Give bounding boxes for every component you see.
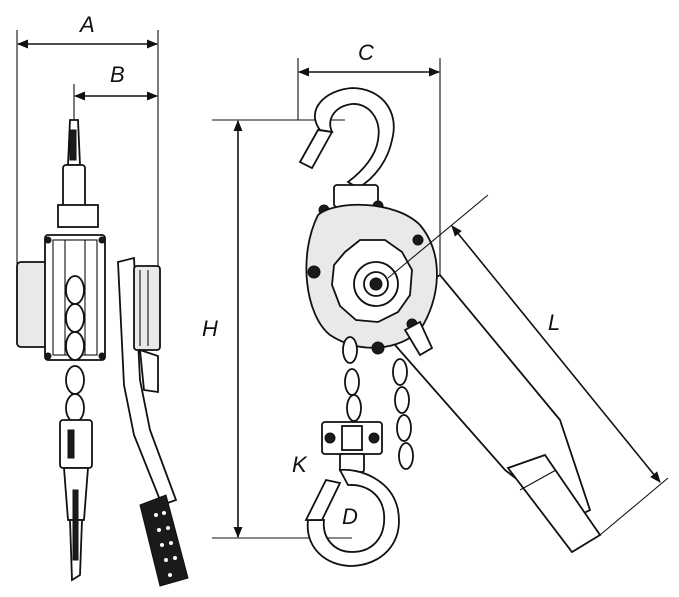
load-chain-icon [342,336,414,470]
side-view-hoist-icon [16,30,189,587]
dimension-b: B [73,62,159,101]
dimension-a: A [16,12,159,49]
dimension-c: C [297,40,441,77]
label-d: D [342,504,358,529]
label-k: K [292,452,308,477]
label-l: L [548,310,560,335]
front-view-hoist-icon [212,58,602,567]
dimension-h: H [202,119,243,539]
label-h: H [202,316,218,341]
label-a: A [78,12,95,37]
label-c: C [358,40,374,65]
label-b: B [110,62,125,87]
top-hook-icon [298,87,395,216]
dimension-l: L [387,194,669,536]
bottom-hook-icon [304,421,400,567]
